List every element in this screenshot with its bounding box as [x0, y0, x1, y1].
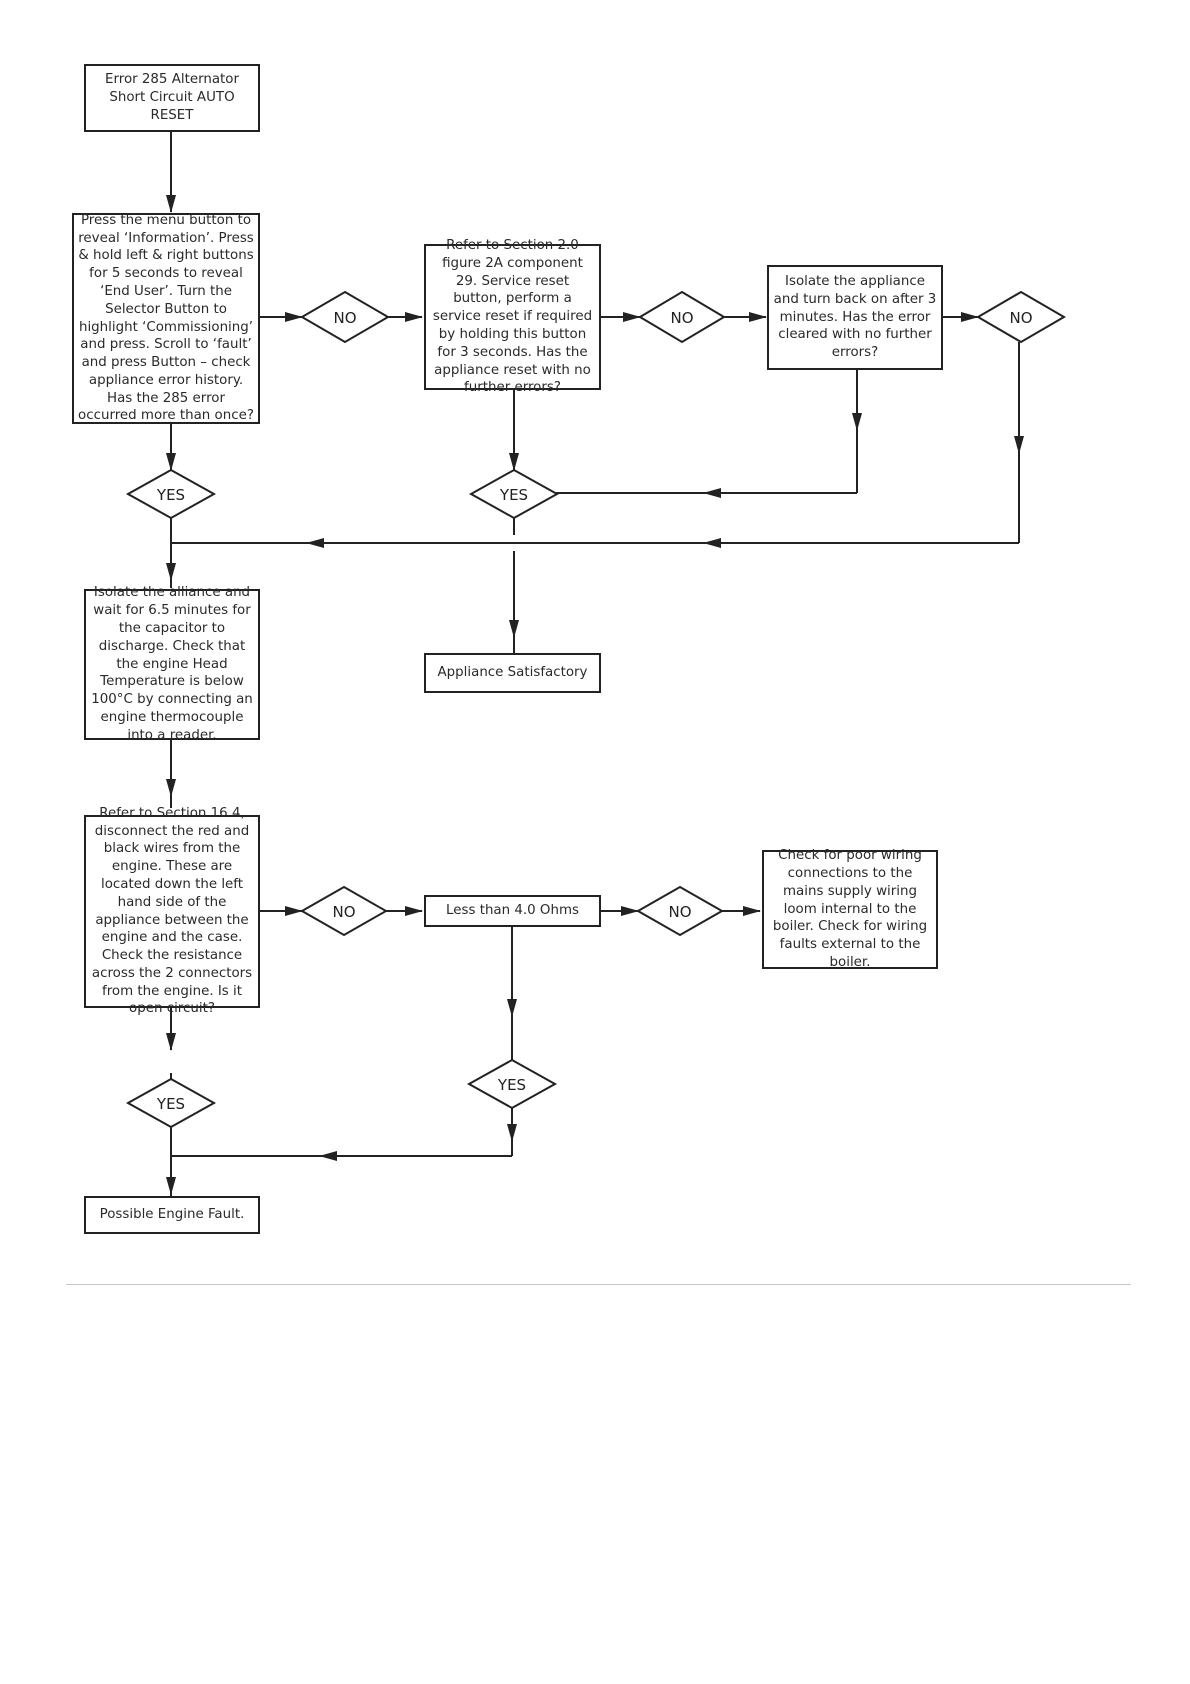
box-isolate-discharge: Isolate the alliance and wait for 6.5 mi…: [84, 585, 260, 743]
decision-label-yes: YES: [156, 1095, 186, 1113]
box-possible-engine-fault: Possible Engine Fault.: [84, 1196, 260, 1234]
decision-label-no: NO: [670, 309, 694, 327]
decision-label-no: NO: [333, 309, 357, 327]
decision-diamond: [300, 290, 390, 344]
decision-label-no: NO: [1009, 309, 1033, 327]
box-section-16-4: Refer to Section 16.4, disconnect the re…: [84, 806, 260, 1016]
box-error-285: Error 285 Alternator Short Circuit AUTO …: [84, 64, 260, 132]
box-appliance-satisfactory: Appliance Satisfactory: [424, 653, 601, 693]
decision-diamond: [299, 885, 389, 937]
box-less-than-4-ohms: Less than 4.0 Ohms: [424, 895, 601, 927]
box-menu-check: Press the menu button to reveal ‘Informa…: [72, 213, 260, 424]
box-check-wiring: Check for poor wiring connections to the…: [762, 848, 938, 970]
box-isolate-restart: Isolate the appliance and turn back on a…: [767, 265, 943, 370]
decision-diamond: [468, 468, 560, 520]
decision-label-yes: YES: [499, 486, 529, 504]
decision-diamond: [635, 885, 725, 937]
decision-label-no: NO: [332, 903, 356, 921]
page-divider: [66, 1284, 1131, 1285]
decision-diamond: [976, 290, 1066, 344]
decision-label-no: NO: [668, 903, 692, 921]
decision-label-yes: YES: [497, 1076, 527, 1094]
box-service-reset: Refer to Section 2.0 figure 2A component…: [424, 238, 601, 395]
decision-diamond: [466, 1058, 558, 1110]
decision-diamond: [125, 468, 217, 520]
decision-label-yes: YES: [156, 486, 186, 504]
decision-diamond: [125, 1077, 217, 1129]
decision-diamond: [638, 290, 726, 344]
